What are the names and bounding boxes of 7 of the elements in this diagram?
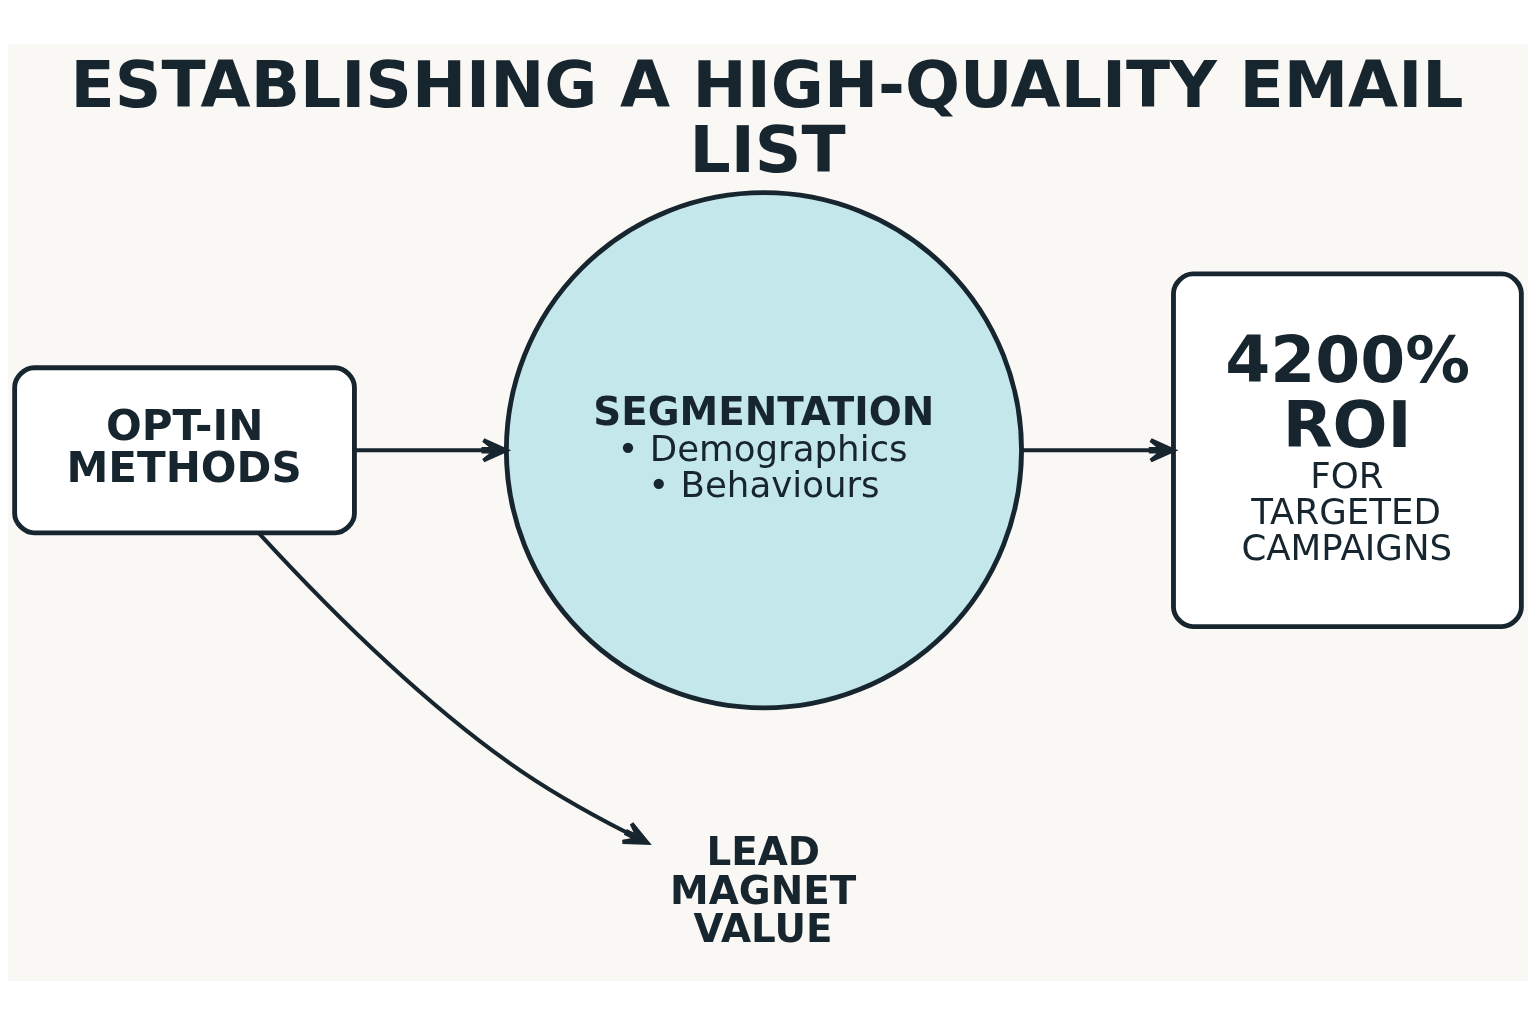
arrow — [355, 437, 509, 462]
node-box: 4200% ROI FOR TARGETED CAMPAIGNS — [1171, 271, 1524, 629]
node-box: OPT-IN METHODS — [12, 364, 357, 535]
node-text: LEAD MAGNET VALUE — [670, 828, 857, 951]
diagram-title: ESTABLISHING A HIGH-QUALITY EMAIL LIST — [70, 46, 1464, 187]
node-circle: SEGMENTATION • Demographics • Behaviours — [503, 189, 1024, 710]
arrow — [1021, 437, 1176, 462]
